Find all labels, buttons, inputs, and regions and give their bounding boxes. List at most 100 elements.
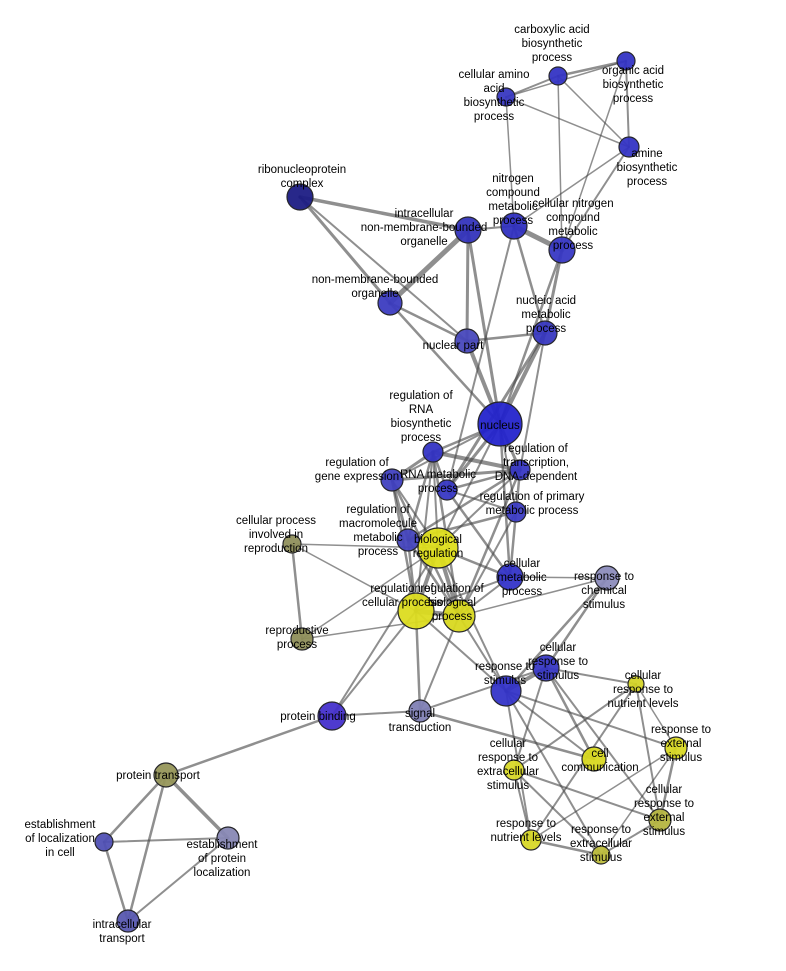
- node-regMacro[interactable]: [396, 528, 420, 552]
- edge-rnp-intraorg: [298, 195, 470, 232]
- node-cellMet[interactable]: [496, 563, 524, 591]
- edge-protTransport-intraTransport: [126, 773, 168, 923]
- edge-reproProc-regBio: [301, 615, 460, 640]
- edge-cellRespExtracell-respNutrient: [513, 769, 532, 841]
- node-regTrans[interactable]: [509, 459, 531, 481]
- edge-nucleus-bioReg: [437, 423, 501, 549]
- node-nonmemorg[interactable]: [377, 290, 403, 316]
- node-estProtLoc[interactable]: [216, 826, 240, 850]
- edge-respChem-regBio: [458, 577, 608, 617]
- edge-amine-cellnitrogen: [561, 146, 630, 251]
- edge-respStim-regCell: [415, 610, 507, 692]
- node-respExternal[interactable]: [664, 736, 688, 760]
- edge-cellProcRepro-reproProc: [290, 542, 304, 641]
- node-cellRespStim[interactable]: [532, 654, 560, 682]
- node-cellRespExternal[interactable]: [648, 808, 672, 832]
- node-estLocCell[interactable]: [94, 832, 114, 852]
- node-aminoacid[interactable]: [496, 87, 516, 107]
- node-cellRespNutrient[interactable]: [627, 675, 645, 693]
- node-regCell[interactable]: [397, 592, 435, 630]
- node-rnaMet[interactable]: [436, 479, 458, 501]
- node-respNutrient[interactable]: [520, 829, 542, 851]
- node-cellRespExtracell[interactable]: [503, 759, 525, 781]
- node-intraTransport[interactable]: [116, 909, 140, 933]
- edge-rnaMet-cellMet: [445, 488, 512, 579]
- node-cellnitrogen[interactable]: [548, 236, 576, 264]
- node-cellComm[interactable]: [581, 746, 607, 772]
- node-protBind[interactable]: [317, 701, 347, 731]
- edge-estProtLoc-intraTransport: [127, 837, 229, 922]
- edge-respStim-respExternal: [505, 690, 677, 749]
- node-carbox[interactable]: [548, 66, 568, 86]
- node-amine[interactable]: [618, 136, 640, 158]
- edge-nonmemorg-nucleus: [388, 301, 502, 426]
- node-organic[interactable]: [616, 51, 636, 71]
- edge-respExternal-respExtracell: [600, 747, 677, 856]
- edge-cellRespStim-sigTrans: [419, 667, 547, 712]
- node-regRNA[interactable]: [422, 441, 444, 463]
- edge-nonmemorg-nuclearpart: [388, 301, 469, 343]
- node-protTransport[interactable]: [153, 762, 179, 788]
- edge-protBind-sigTrans: [331, 710, 421, 717]
- node-respStim[interactable]: [490, 675, 522, 707]
- node-regPrimary[interactable]: [505, 501, 527, 523]
- edge-cellnitrogen-nucleus: [498, 248, 564, 426]
- node-label-nuclearpart: nuclear part: [423, 340, 485, 352]
- node-bioReg[interactable]: [417, 527, 459, 569]
- node-nuclearpart[interactable]: [454, 328, 480, 354]
- node-reproProc[interactable]: [290, 627, 314, 651]
- edge-respChem-respStim: [504, 576, 609, 693]
- edge-protBind-protTransport: [164, 714, 334, 777]
- edge-amine-nitrogen: [513, 146, 630, 227]
- node-nucleus[interactable]: [477, 401, 523, 447]
- edge-regTrans-regMacro: [406, 468, 522, 542]
- edge-cellnitrogen-nucleicacid: [543, 248, 564, 335]
- edge-nucleus-cellMet: [498, 422, 512, 579]
- node-nitrogen[interactable]: [500, 212, 528, 240]
- edge-cellComm-sigTrans: [418, 709, 596, 761]
- edge-protTransport-estLocCell: [102, 773, 168, 844]
- node-regBio[interactable]: [442, 599, 476, 633]
- edge-cellRespStim-cellRespExtracell: [513, 667, 547, 771]
- edge-intraorg-nuclearpart: [465, 228, 470, 343]
- node-respExtracell[interactable]: [591, 845, 611, 865]
- edge-aminoacid-amine: [505, 96, 630, 148]
- edge-carbox-organic: [556, 59, 628, 78]
- node-respChem[interactable]: [594, 565, 620, 591]
- edge-protTransport-estProtLoc: [164, 773, 230, 840]
- edge-regPrimary-regBio: [458, 511, 517, 617]
- node-nucleicacid[interactable]: [532, 320, 558, 346]
- edge-protBind-bioReg: [331, 547, 439, 717]
- node-intraorg[interactable]: [454, 216, 482, 244]
- edge-respExternal-respNutrient: [530, 747, 677, 841]
- edge-respExternal-cellRespExternal: [658, 746, 678, 822]
- node-regGene[interactable]: [380, 468, 404, 492]
- node-rnp[interactable]: [286, 183, 314, 211]
- node-cellProcRepro[interactable]: [282, 534, 302, 554]
- edge-nucleicacid-nuclearpart: [465, 331, 547, 343]
- edge-aminoacid-nitrogen: [505, 96, 515, 227]
- node-sigTrans[interactable]: [408, 699, 432, 723]
